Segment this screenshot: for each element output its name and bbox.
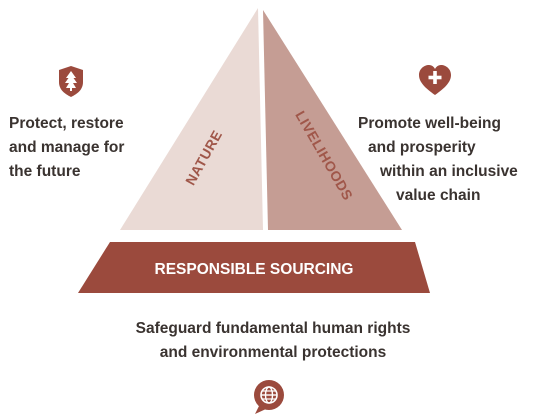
heart-plus-icon bbox=[419, 65, 451, 95]
responsible-sourcing-bar bbox=[78, 242, 430, 293]
livelihoods-pillar bbox=[263, 10, 402, 230]
responsible-sourcing-label: RESPONSIBLE SOURCING bbox=[155, 261, 354, 278]
livelihoods-description-line: Promote well-being bbox=[358, 115, 501, 132]
nature-description: Protect, restore and manage for the futu… bbox=[9, 112, 124, 184]
nature-description-line: the future bbox=[9, 163, 81, 180]
livelihoods-description-line: value chain bbox=[396, 187, 481, 204]
sourcing-description-line: and environmental protections bbox=[159, 344, 387, 361]
globe-speech-icon bbox=[254, 380, 284, 414]
livelihoods-description-line: within an inclusive bbox=[380, 163, 518, 180]
nature-description-line: Protect, restore bbox=[9, 115, 124, 132]
sourcing-description: Safeguard fundamental human rights and e… bbox=[0, 317, 546, 365]
nature-description-line: and manage for bbox=[9, 139, 125, 156]
livelihoods-description: Promote well-being and prosperity within… bbox=[358, 112, 518, 208]
nature-pillar bbox=[120, 8, 263, 230]
sourcing-description-line: Safeguard fundamental human rights bbox=[135, 320, 411, 337]
livelihoods-description-line: and prosperity bbox=[368, 139, 476, 156]
tree-shield-icon bbox=[59, 66, 83, 97]
